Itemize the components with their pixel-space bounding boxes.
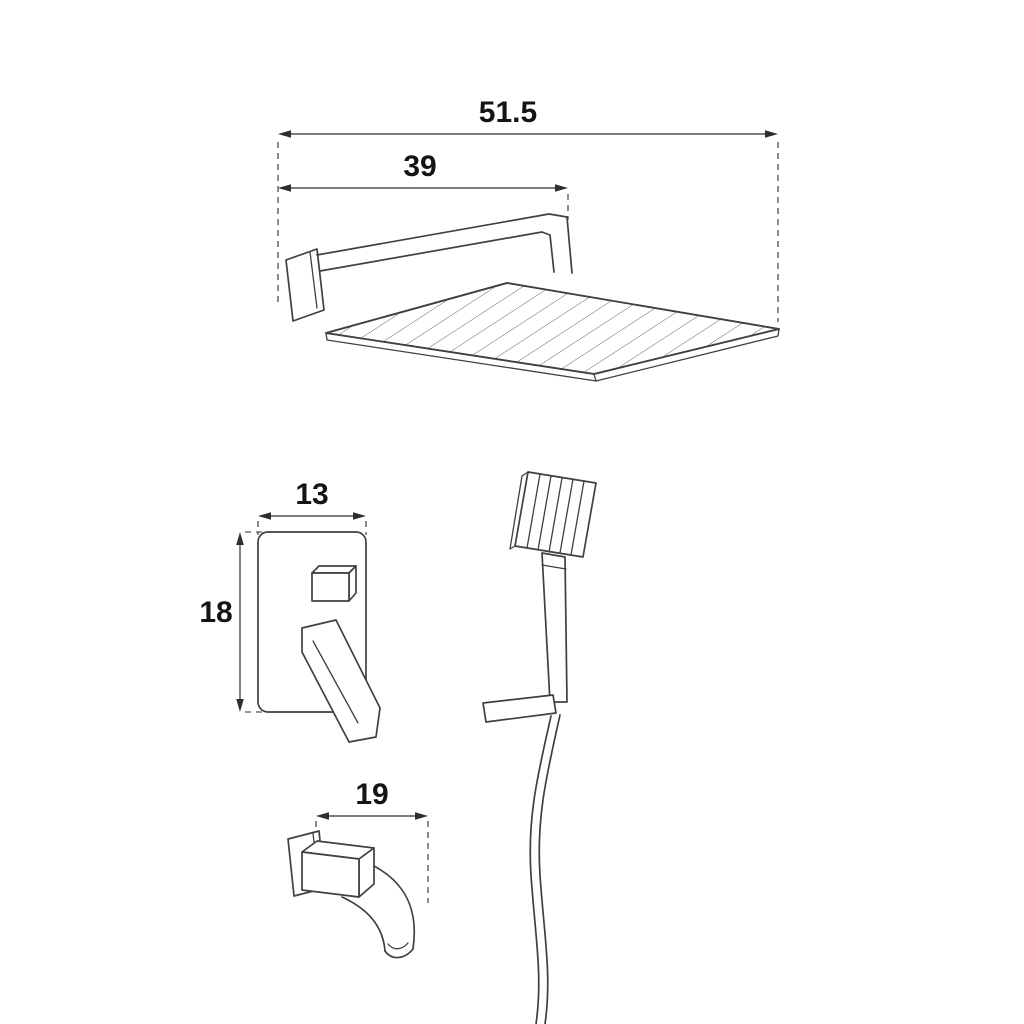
handle-joint-line [541, 564, 567, 570]
spout-mouth [384, 948, 414, 959]
tub-spout-assembly: 19 [287, 778, 429, 959]
dimension-arm-length: 39 [278, 150, 569, 220]
arm-top-edge [316, 213, 573, 274]
head-side-thickness [509, 471, 529, 550]
mixer-valve-assembly: 13 18 [199, 478, 381, 743]
dimension-valve-height: 18 [199, 531, 263, 713]
diverter-button [311, 565, 357, 602]
spout-outer-curve [373, 865, 416, 950]
arrowhead [555, 184, 568, 192]
spout-mouth-inner [387, 942, 409, 950]
shower-hose [529, 714, 561, 1024]
spray-groove [537, 475, 552, 551]
arrowhead [353, 512, 366, 520]
arrowhead [236, 699, 244, 712]
dimension-label-overall-width: 51.5 [479, 96, 537, 129]
spout-body [301, 840, 375, 898]
arrowhead [258, 512, 271, 520]
shower-arm [316, 213, 573, 274]
dimension-spout-length: 19 [315, 778, 429, 903]
head-rim-corner [593, 373, 597, 382]
arrowhead [765, 130, 778, 138]
arrowhead [236, 532, 244, 545]
hose-edge [538, 714, 561, 1024]
mixer-lever-handle [301, 619, 381, 743]
handle-body [541, 552, 568, 703]
arrowhead [278, 184, 291, 192]
spray-groove [559, 478, 574, 554]
spray-groove [526, 473, 541, 549]
dimension-overall-width: 51.5 [277, 96, 779, 322]
shower-arm-wall-flange [285, 248, 325, 322]
hand-shower-head [509, 471, 597, 558]
head-spray-face [325, 282, 780, 375]
arrowhead [415, 812, 428, 820]
spray-groove [548, 477, 563, 553]
rain-shower-assembly: 51.5 39 [277, 96, 780, 382]
spout-curve [341, 865, 416, 959]
spray-groove [570, 480, 585, 556]
body-front-face [301, 851, 360, 898]
dimension-label-valve-height: 18 [199, 596, 232, 629]
button-front-face [311, 572, 350, 602]
handle-edge [312, 640, 359, 724]
dimension-valve-width: 13 [257, 478, 367, 535]
flange-plate [285, 248, 325, 322]
arrowhead [278, 130, 291, 138]
arm-bottom-edge [319, 231, 555, 273]
hand-shower-assembly [482, 471, 597, 1024]
flange-edge [309, 251, 318, 309]
hose-edge [529, 715, 552, 1024]
hand-shower-handle [541, 552, 568, 703]
hand-shower-wall-bracket [482, 694, 557, 723]
handle-body [301, 619, 381, 743]
dimension-label-arm-length: 39 [403, 150, 436, 183]
arrowhead [316, 812, 329, 820]
rain-shower-head [325, 282, 780, 382]
dimension-label-spout-length: 19 [355, 778, 388, 811]
dimension-label-valve-width: 13 [295, 478, 328, 511]
spout-inner-curve [341, 896, 386, 952]
